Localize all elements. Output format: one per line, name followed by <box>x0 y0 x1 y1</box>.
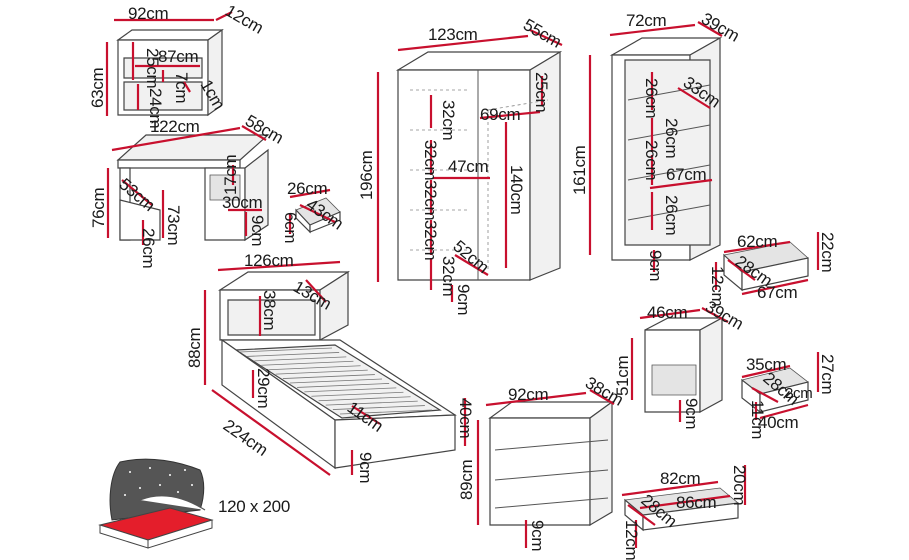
bookcase-drawer-height-label: 12cm <box>708 266 727 307</box>
desk-drawer-height-label: 17cm <box>221 154 240 195</box>
bookcase-height-label: 161cm <box>570 145 589 195</box>
nightstand-drawer-height-label: 27cm <box>818 354 837 395</box>
bookcase: 72cm 39cm 161cm 33cm 26cm 26cm 26cm 26cm… <box>570 9 743 281</box>
nightstand-drawer-width-label: 35cm <box>746 355 787 374</box>
dresser-leg-label: 9cm <box>528 520 547 551</box>
bed-slat <box>325 400 418 406</box>
wardrobe-depth-label: 55cm <box>520 15 565 52</box>
bookcase-shelf1-label: 26cm <box>642 78 661 119</box>
bed-slat <box>261 360 354 366</box>
bookcase-shelf2-label: 26cm <box>662 118 681 159</box>
dresser-drawer-outer-depth-label: 20cm <box>730 465 749 506</box>
wardrobe-top-space-label: 25cm <box>532 72 551 113</box>
dresser-width-label: 92cm <box>508 385 549 404</box>
bed-slat <box>254 356 347 362</box>
bookcase-drawer-width-label: 62cm <box>737 232 778 251</box>
mattress-size-label: 120 x 200 <box>218 497 290 516</box>
desk-height-label: 76cm <box>89 187 108 228</box>
bed-footboard-height-label: 40cm <box>456 398 475 439</box>
dresser-drawer-width-label: 82cm <box>660 469 701 488</box>
bed-slat <box>311 391 404 397</box>
bed-width-label: 126cm <box>244 251 294 270</box>
wardrobe-leg-label: 9cm <box>454 284 473 315</box>
wardrobe-inner-left-label: 47cm <box>448 157 489 176</box>
hutch-shelf-top-label: 25cm <box>143 48 162 89</box>
bookcase-inner-width-label: 67cm <box>666 165 707 184</box>
bed-side-height-label: 29cm <box>254 368 273 409</box>
wardrobe-shelf2-label: 32cm <box>421 140 440 181</box>
bed-slat <box>339 409 433 415</box>
bed-leg-height-label: 9cm <box>356 452 375 483</box>
bed-slat <box>282 374 375 379</box>
hutch-depth-label: 12cm <box>222 1 267 38</box>
wardrobe-shelf1-label: 32cm <box>439 100 458 141</box>
wardrobe-shelf3-label: 32cm <box>421 180 440 221</box>
bookcase-leg-label: 9cm <box>646 250 665 281</box>
desk-plinth-label: 9cm <box>248 215 267 246</box>
wardrobe-inner-right-label: 69cm <box>480 105 521 124</box>
bed-slats <box>239 347 433 415</box>
bed-headboard-panel-label: 38cm <box>260 290 279 331</box>
desk-drawer: 26cm 43cm 6cm <box>281 179 347 243</box>
desk-hutch: 92cm 12cm 63cm 25cm 87cm 7cm 24cm 1cm <box>88 1 267 128</box>
desk: 122cm 58cm 76cm 53cm 73cm 26cm 17cm 30cm… <box>89 111 287 268</box>
bookcase-shelf3-label: 26cm <box>642 140 661 181</box>
bookcase-drawer-outer-width-label: 67cm <box>757 283 798 302</box>
hutch-compartment-label: 24cm <box>146 88 165 129</box>
bed-headboard-height-label: 88cm <box>185 327 204 368</box>
bookcase-shelf4-label: 26cm <box>662 195 681 236</box>
wardrobe-shelf5-label: 32cm <box>439 256 458 297</box>
desk-drawer-width-label: 26cm <box>287 179 328 198</box>
hutch-shelf-gap-label: 7cm <box>172 72 191 103</box>
dresser-drawer-inner-width-label: 86cm <box>676 493 717 512</box>
nightstand-height-label: 51cm <box>613 355 632 396</box>
bed: 126cm 88cm 38cm 13cm 29cm 224cm 40cm 11c… <box>185 251 475 483</box>
bed-slat <box>304 387 397 393</box>
hutch-height-label: 63cm <box>88 67 107 108</box>
dresser-drawer: 82cm 20cm 86cm 28cm 12cm <box>621 465 749 560</box>
bed-slat <box>289 378 383 384</box>
bed-slat <box>332 405 425 410</box>
bed-length-label: 224cm <box>220 416 272 460</box>
wardrobe: 123cm 55cm 196cm 25cm 32cm 32cm 32cm 32c… <box>357 15 565 315</box>
wardrobe-height-label: 196cm <box>357 150 376 200</box>
wardrobe-shelf4-label: 32cm <box>421 220 440 261</box>
bed-slat <box>318 396 411 402</box>
hutch-inner-width-label: 87cm <box>158 47 199 66</box>
wardrobe-hanging-label: 140cm <box>507 165 526 215</box>
nightstand-drawer-inner-height-label: 11cm <box>748 400 767 439</box>
bed-slat <box>247 352 340 357</box>
bookcase-drawer-outer-depth-label: 22cm <box>818 232 837 273</box>
desk-drawer-inner-label: 30cm <box>222 193 263 212</box>
bed-slat <box>275 369 368 375</box>
desk-drawer-height-label: 6cm <box>281 212 300 243</box>
bookcase-drawer: 62cm 22cm 12cm 28cm 67cm <box>708 232 837 307</box>
nightstand-width-label: 46cm <box>647 303 688 322</box>
desk-width-label: 122cm <box>150 117 200 136</box>
nightstand-drawer-outer-width-label: 40cm <box>758 413 799 432</box>
bed-slat <box>268 365 361 371</box>
hutch-width-label: 92cm <box>128 4 169 23</box>
desk-inner-height-label: 73cm <box>164 205 183 246</box>
nightstand-leg-label: 9cm <box>682 398 701 429</box>
nightstand-drawer: 35cm 27cm 28cm 11cm 2cm 40cm <box>741 352 837 439</box>
bed-slat <box>239 347 333 353</box>
nightstand: 46cm 39cm 51cm 9cm <box>613 297 747 429</box>
bookcase-width-label: 72cm <box>626 11 667 30</box>
wardrobe-width-label: 123cm <box>428 25 478 44</box>
mattress-icon: 120 x 200 <box>98 458 290 549</box>
dresser-height-label: 89cm <box>457 459 476 500</box>
desk-leg-gap-label: 26cm <box>139 228 158 269</box>
dresser: 92cm 38cm 89cm 9cm <box>457 373 627 551</box>
bed-slat <box>297 383 390 388</box>
nightstand-drawer-board-label: 2cm <box>785 385 812 402</box>
dresser-drawer-height-label: 12cm <box>622 520 641 560</box>
